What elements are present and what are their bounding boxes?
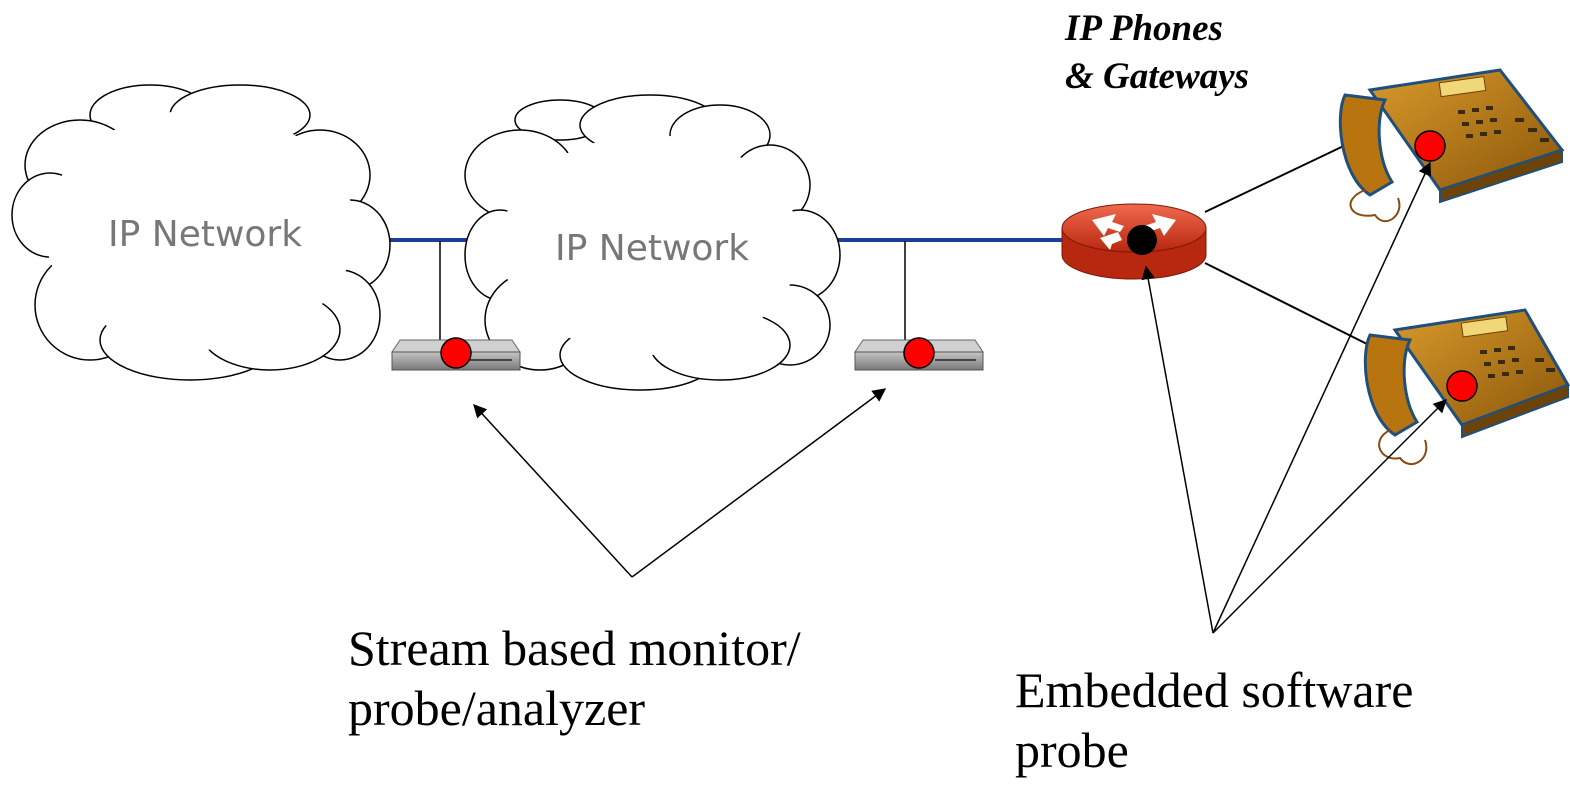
cloud-2 xyxy=(464,94,841,391)
router xyxy=(1061,203,1207,280)
arrow-to-router xyxy=(1141,265,1214,634)
cloud-1 xyxy=(11,84,391,381)
monitor-appliance-1 xyxy=(391,337,521,371)
embedded-probe-caption-line-2: probe xyxy=(1015,722,1129,778)
probe-dot-1 xyxy=(440,337,472,369)
stream-probe-caption-line-2: probe/analyzer xyxy=(348,680,646,736)
embedded-probe-caption: Embedded software probe xyxy=(1015,660,1413,780)
phone-1-probe-dot xyxy=(1414,130,1446,162)
embedded-probe-caption-line-1: Embedded software xyxy=(1015,662,1414,718)
probe-dot-2 xyxy=(903,337,935,369)
cloud-2-label: IP Network xyxy=(555,228,750,269)
router-probe-dot xyxy=(1127,225,1157,255)
stream-probe-caption: Stream based monitor/ probe/analyzer xyxy=(348,618,801,738)
monitor-appliance-2 xyxy=(854,337,984,371)
cloud-1-label: IP Network xyxy=(108,214,303,255)
phones-title-line-1: IP Phones xyxy=(1065,8,1223,49)
arrow-to-phone-2 xyxy=(1212,399,1447,634)
phones-title-line-2: & Gateways xyxy=(1065,56,1249,97)
ip-phone-2 xyxy=(1363,308,1570,465)
arrow-to-appliance-1 xyxy=(473,404,633,578)
arrow-to-phone-1 xyxy=(1212,161,1432,634)
arrow-to-appliance-2 xyxy=(631,388,887,578)
link-router-phone-2 xyxy=(1204,262,1376,349)
link-router-phone-1 xyxy=(1204,141,1353,213)
ip-phone-1 xyxy=(1338,68,1565,223)
phones-gateways-title: IP Phones & Gateways xyxy=(1065,8,1249,98)
phone-2-probe-dot xyxy=(1446,370,1478,402)
stream-probe-caption-line-1: Stream based monitor/ xyxy=(348,620,801,676)
